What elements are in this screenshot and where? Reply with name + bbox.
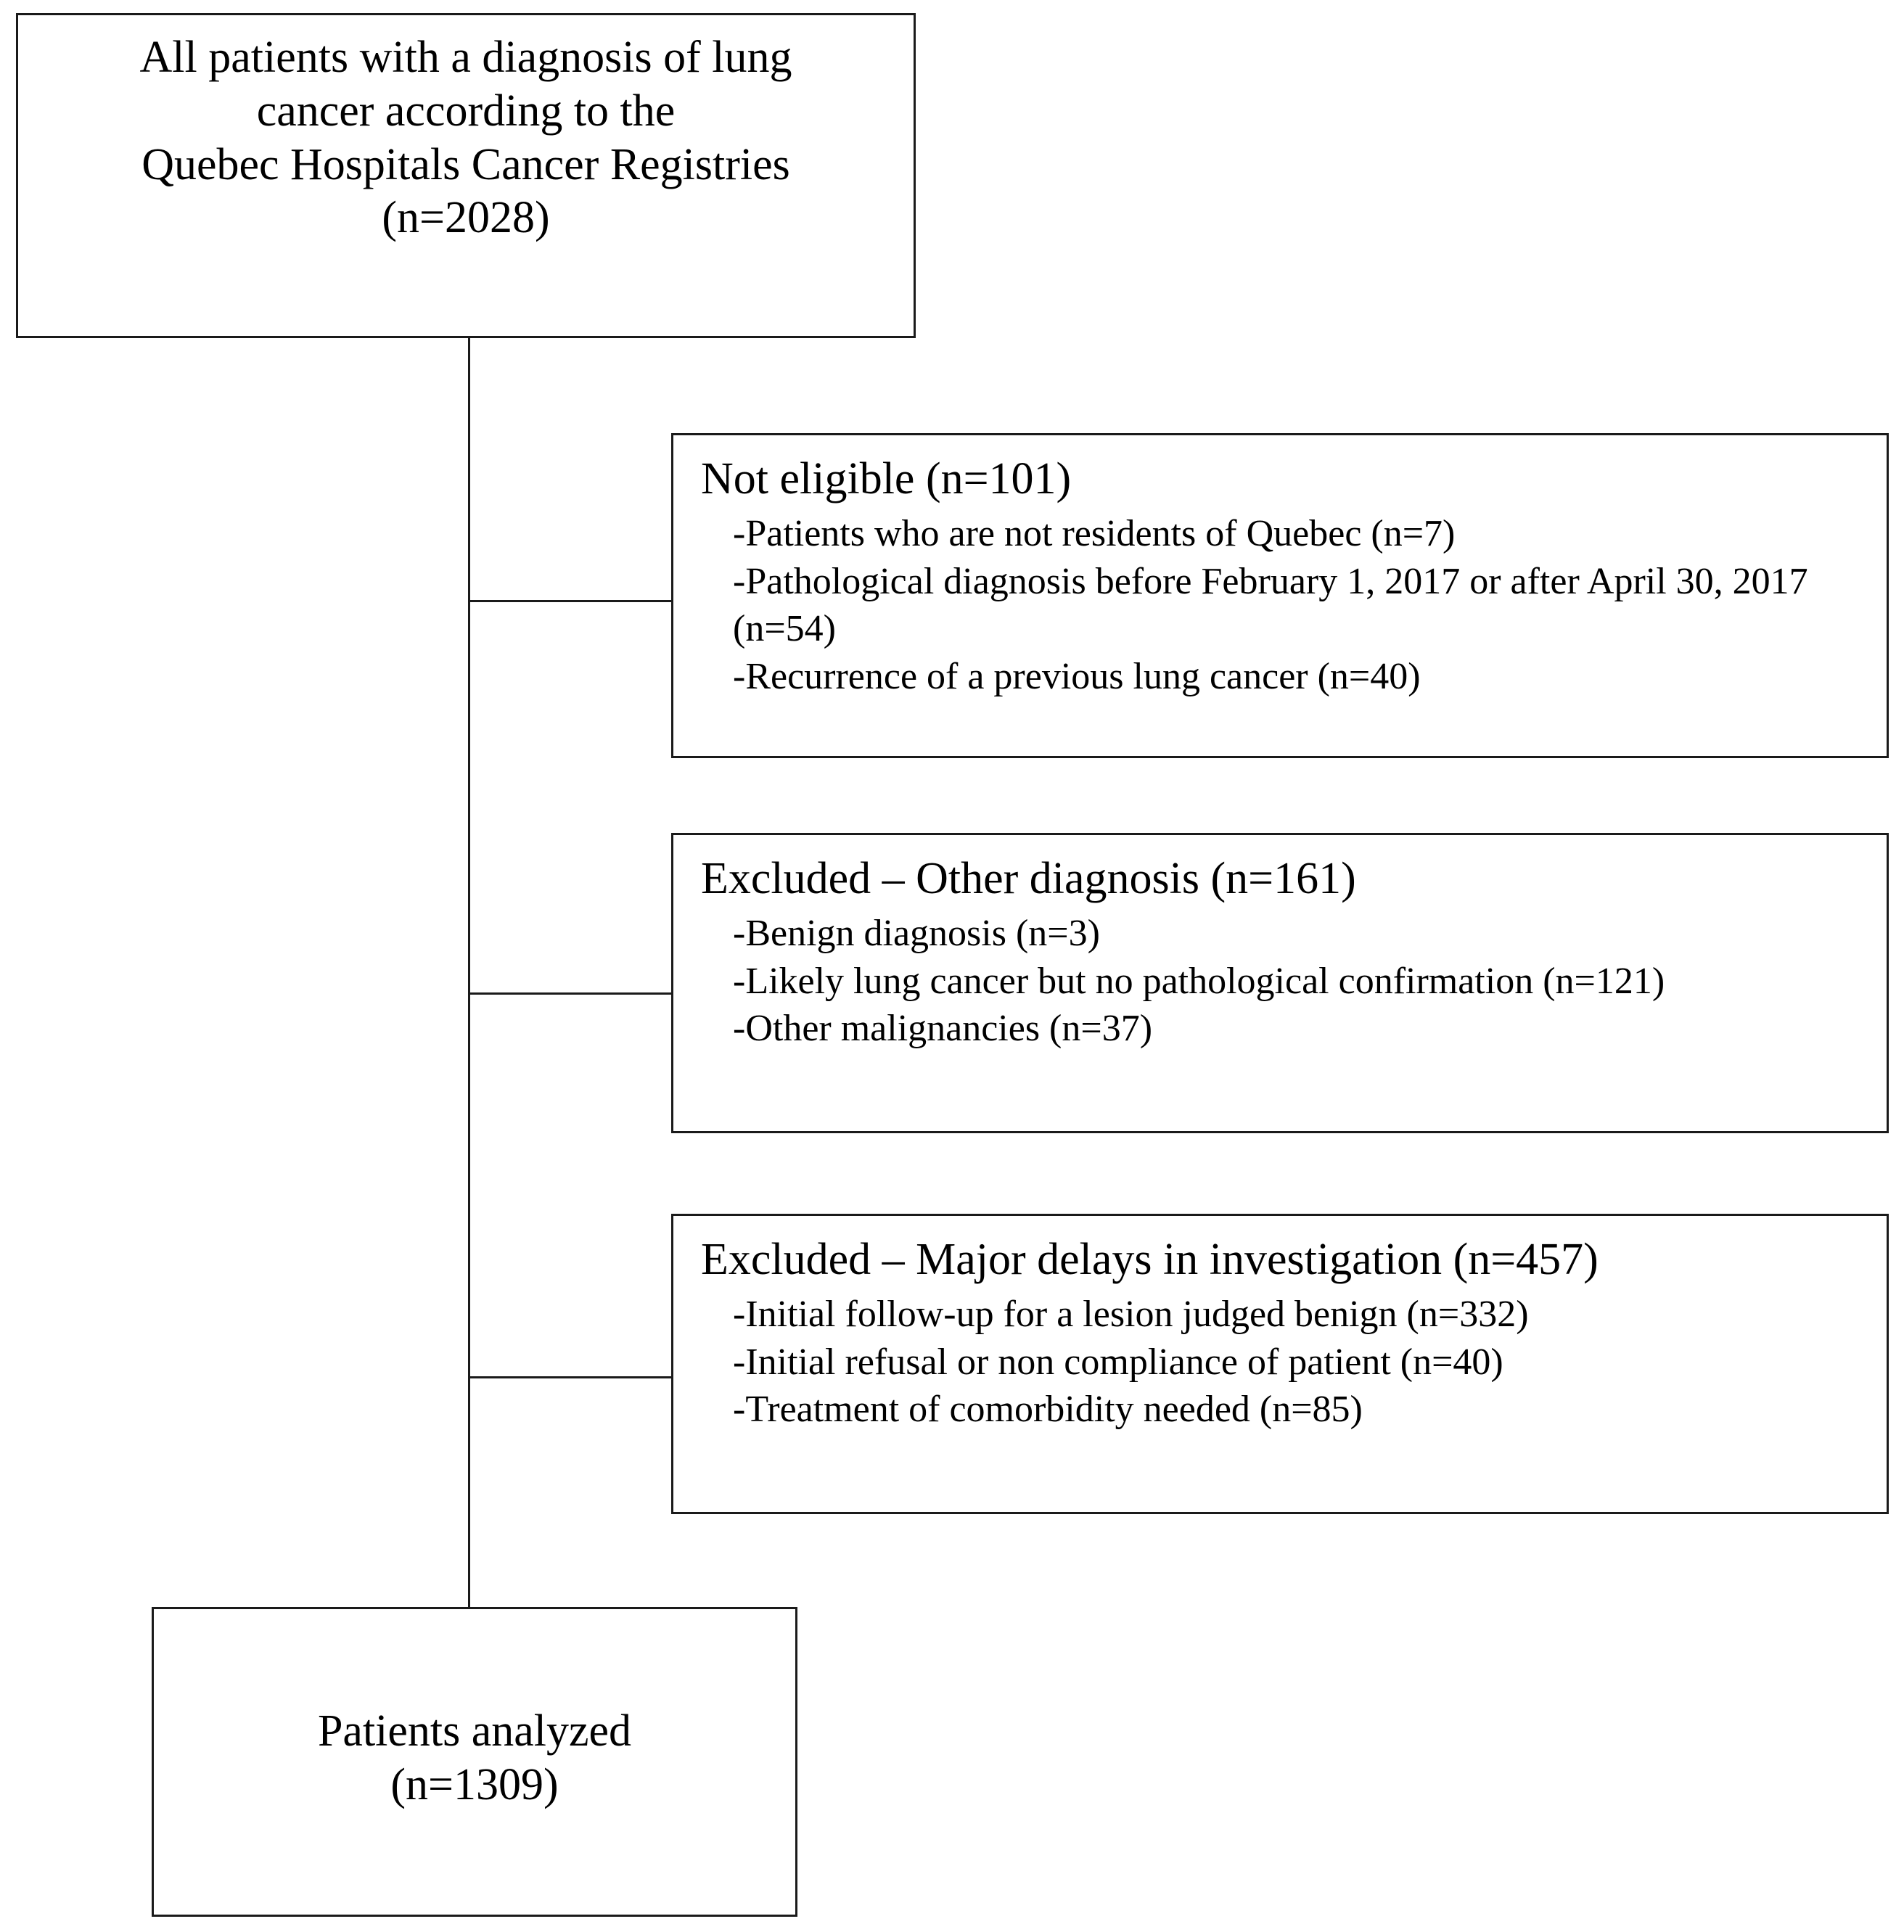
- list-item: -Pathological diagnosis before February …: [733, 560, 1808, 650]
- list-item: -Recurrence of a previous lung cancer (n…: [733, 655, 1421, 697]
- list-item: -Initial follow-up for a lesion judged b…: [733, 1294, 1529, 1336]
- source-cohort-line-2: cancer according to the: [256, 86, 676, 136]
- list-item: -Benign diagnosis (n=3): [733, 913, 1100, 955]
- patients-analyzed-label: Patients analyzed: [317, 1706, 632, 1756]
- patients-analyzed-count: (n=1309): [390, 1759, 559, 1809]
- node-excluded-other-diagnosis: Excluded – Other diagnosis (n=161) -Beni…: [671, 833, 1889, 1133]
- source-cohort-line-1: All patients with a diagnosis of lung: [139, 33, 792, 82]
- node-excluded-major-delays: Excluded – Major delays in investigation…: [671, 1214, 1889, 1514]
- connector-branch-other-diagnosis: [468, 992, 671, 995]
- not-eligible-reason-list: -Patients who are not residents of Quebe…: [701, 510, 1874, 700]
- list-item: -Other malignancies (n=37): [733, 1008, 1153, 1050]
- connector-trunk-vertical: [468, 338, 470, 1607]
- list-item: -Likely lung cancer but no pathological …: [733, 960, 1665, 1002]
- other-diagnosis-heading: Excluded – Other diagnosis (n=161): [701, 854, 1356, 903]
- connector-branch-major-delays: [468, 1376, 671, 1378]
- not-eligible-text: Not eligible (n=101) -Patients who are n…: [701, 453, 1874, 700]
- source-cohort-line-3: Quebec Hospitals Cancer Registries: [141, 139, 790, 189]
- list-item: -Patients who are not residents of Quebe…: [733, 513, 1456, 555]
- major-delays-reason-list: -Initial follow-up for a lesion judged b…: [701, 1291, 1874, 1434]
- patients-analyzed-text: Patients analyzed (n=1309): [154, 1705, 795, 1812]
- node-source-cohort: All patients with a diagnosis of lung ca…: [16, 13, 916, 338]
- major-delays-heading: Excluded – Major delays in investigation…: [701, 1235, 1599, 1284]
- not-eligible-heading: Not eligible (n=101): [701, 454, 1072, 503]
- other-diagnosis-text: Excluded – Other diagnosis (n=161) -Beni…: [701, 852, 1874, 1053]
- source-cohort-text: All patients with a diagnosis of lung ca…: [18, 31, 914, 245]
- node-not-eligible: Not eligible (n=101) -Patients who are n…: [671, 433, 1889, 758]
- list-item: -Treatment of comorbidity needed (n=85): [733, 1389, 1363, 1431]
- source-cohort-count: (n=2028): [382, 193, 550, 243]
- major-delays-text: Excluded – Major delays in investigation…: [701, 1233, 1874, 1434]
- node-patients-analyzed: Patients analyzed (n=1309): [152, 1607, 797, 1917]
- other-diagnosis-reason-list: -Benign diagnosis (n=3) -Likely lung can…: [701, 910, 1874, 1053]
- connector-branch-not-eligible: [468, 600, 671, 602]
- list-item: -Initial refusal or non compliance of pa…: [733, 1341, 1503, 1383]
